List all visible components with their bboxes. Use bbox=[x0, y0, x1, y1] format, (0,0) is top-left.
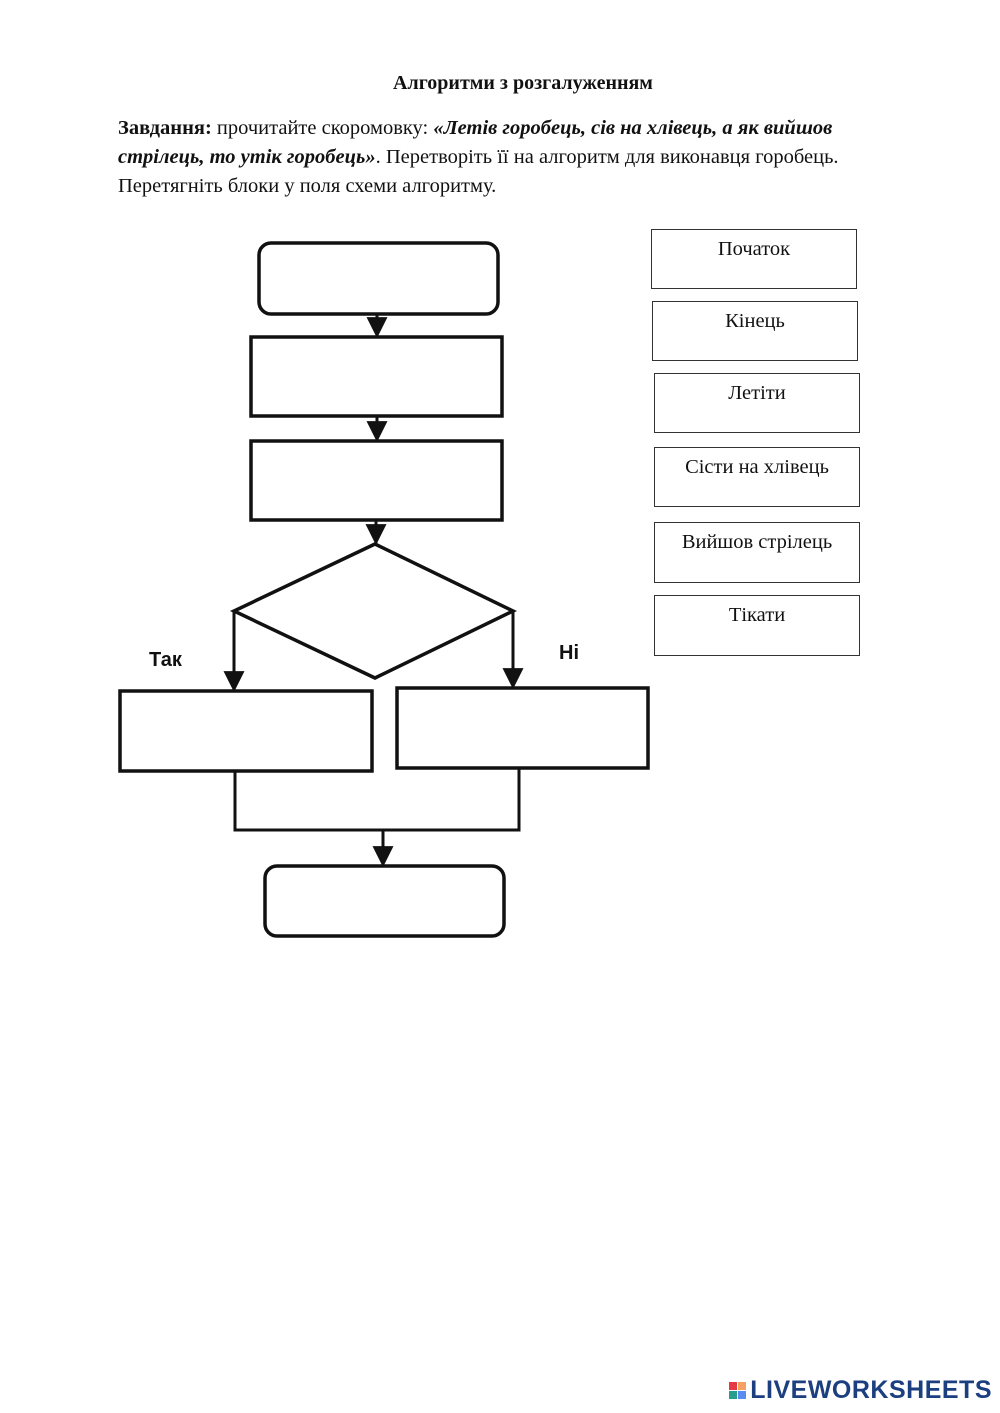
card-end[interactable]: Кінець bbox=[652, 301, 858, 361]
logo-mark-square bbox=[729, 1391, 738, 1399]
logo-text: LIVEWORKSHEETS bbox=[750, 1376, 992, 1404]
card-flee[interactable]: Тікати bbox=[654, 595, 860, 656]
drop-zone-condition[interactable] bbox=[229, 542, 518, 680]
drop-zone-start[interactable] bbox=[257, 241, 500, 316]
task-text: Завдання: прочитайте скоромовку: «Летів … bbox=[118, 114, 888, 201]
drop-zone-end[interactable] bbox=[263, 864, 506, 938]
card-fly[interactable]: Летіти bbox=[654, 373, 860, 433]
branch-yes-label: Так bbox=[149, 649, 182, 671]
card-start[interactable]: Початок bbox=[651, 229, 857, 289]
drop-zone-action-1[interactable] bbox=[249, 335, 504, 418]
flowchart bbox=[118, 241, 650, 938]
card-sit[interactable]: Сісти на хлівець bbox=[654, 447, 860, 507]
page-title: Алгоритми з розгалуженням bbox=[393, 72, 653, 94]
merge-line bbox=[233, 768, 521, 832]
logo-mark-square bbox=[738, 1391, 747, 1399]
drop-zone-branch-yes[interactable] bbox=[118, 689, 374, 773]
card-hunter[interactable]: Вийшов стрілець bbox=[654, 522, 860, 583]
drop-zone-branch-no[interactable] bbox=[395, 686, 650, 770]
task-label: Завдання: bbox=[118, 117, 212, 139]
logo-mark-icon bbox=[729, 1382, 747, 1399]
branch-no-label: Ні bbox=[559, 642, 579, 664]
drop-zone-action-2[interactable] bbox=[249, 439, 504, 522]
task-intro: прочитайте скоромовку: bbox=[211, 117, 434, 139]
logo-mark-square bbox=[729, 1382, 738, 1390]
task-quote: «Летів горобець, сів на хлівець, а як ви… bbox=[118, 117, 833, 168]
liveworksheets-logo: LIVEWORKSHEETS bbox=[729, 1376, 992, 1405]
logo-mark-square bbox=[738, 1382, 747, 1390]
task-instructions: . Перетворіть її на алгоритм для виконав… bbox=[118, 146, 839, 197]
